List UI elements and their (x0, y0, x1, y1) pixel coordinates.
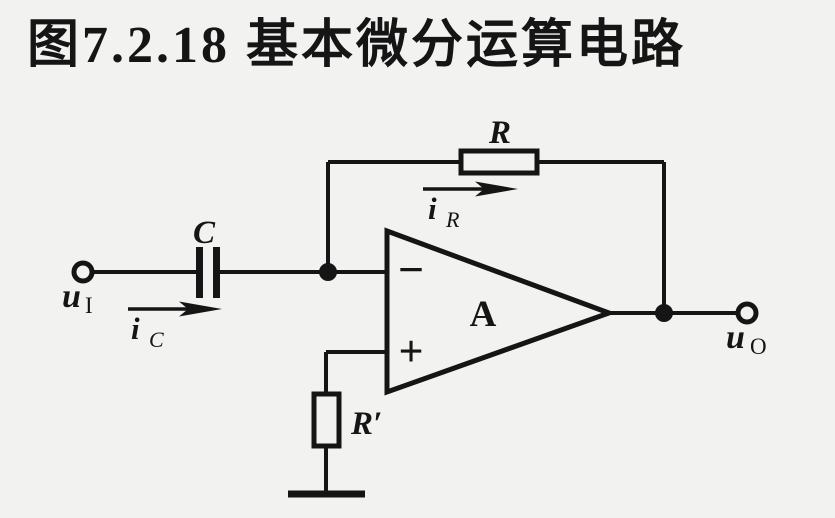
output-terminal (735, 301, 759, 325)
capacitor (196, 247, 220, 298)
input-voltage-label: u (62, 278, 81, 315)
capacitor-plate-left (196, 247, 203, 298)
opamp-triangle (384, 227, 617, 396)
figure-title: 图7.2.18 基本微分运算电路 (27, 17, 687, 74)
feedback-resistor (458, 148, 540, 176)
opamp-inverting-sign: − (398, 244, 424, 295)
feedback-current-label: i (428, 191, 437, 226)
capacitor-plate-right (213, 247, 220, 298)
feedback-current-arrow (423, 181, 518, 197)
junction-node-inverting (319, 263, 337, 281)
feedback-current-subscript: R (445, 207, 460, 232)
junction-node-output (655, 304, 673, 322)
feedback-resistor-label: R (488, 115, 511, 151)
capacitor-label: C (193, 215, 216, 251)
input-voltage-subscript: I (85, 293, 93, 318)
output-voltage-subscript: O (750, 334, 767, 359)
capacitor-current-label: i (131, 311, 140, 346)
input-terminal (71, 260, 95, 284)
ground-resistor-label: R′ (350, 406, 382, 442)
ground-resistor (311, 391, 342, 449)
opamp-gain-label: A (470, 294, 497, 335)
opamp-noninverting-sign: + (398, 327, 423, 376)
capacitor-current-arrow (128, 301, 222, 317)
output-voltage-label: u (726, 319, 745, 356)
arrow-head (475, 181, 518, 197)
capacitor-current-subscript: C (149, 327, 164, 352)
arrow-head (179, 301, 222, 317)
